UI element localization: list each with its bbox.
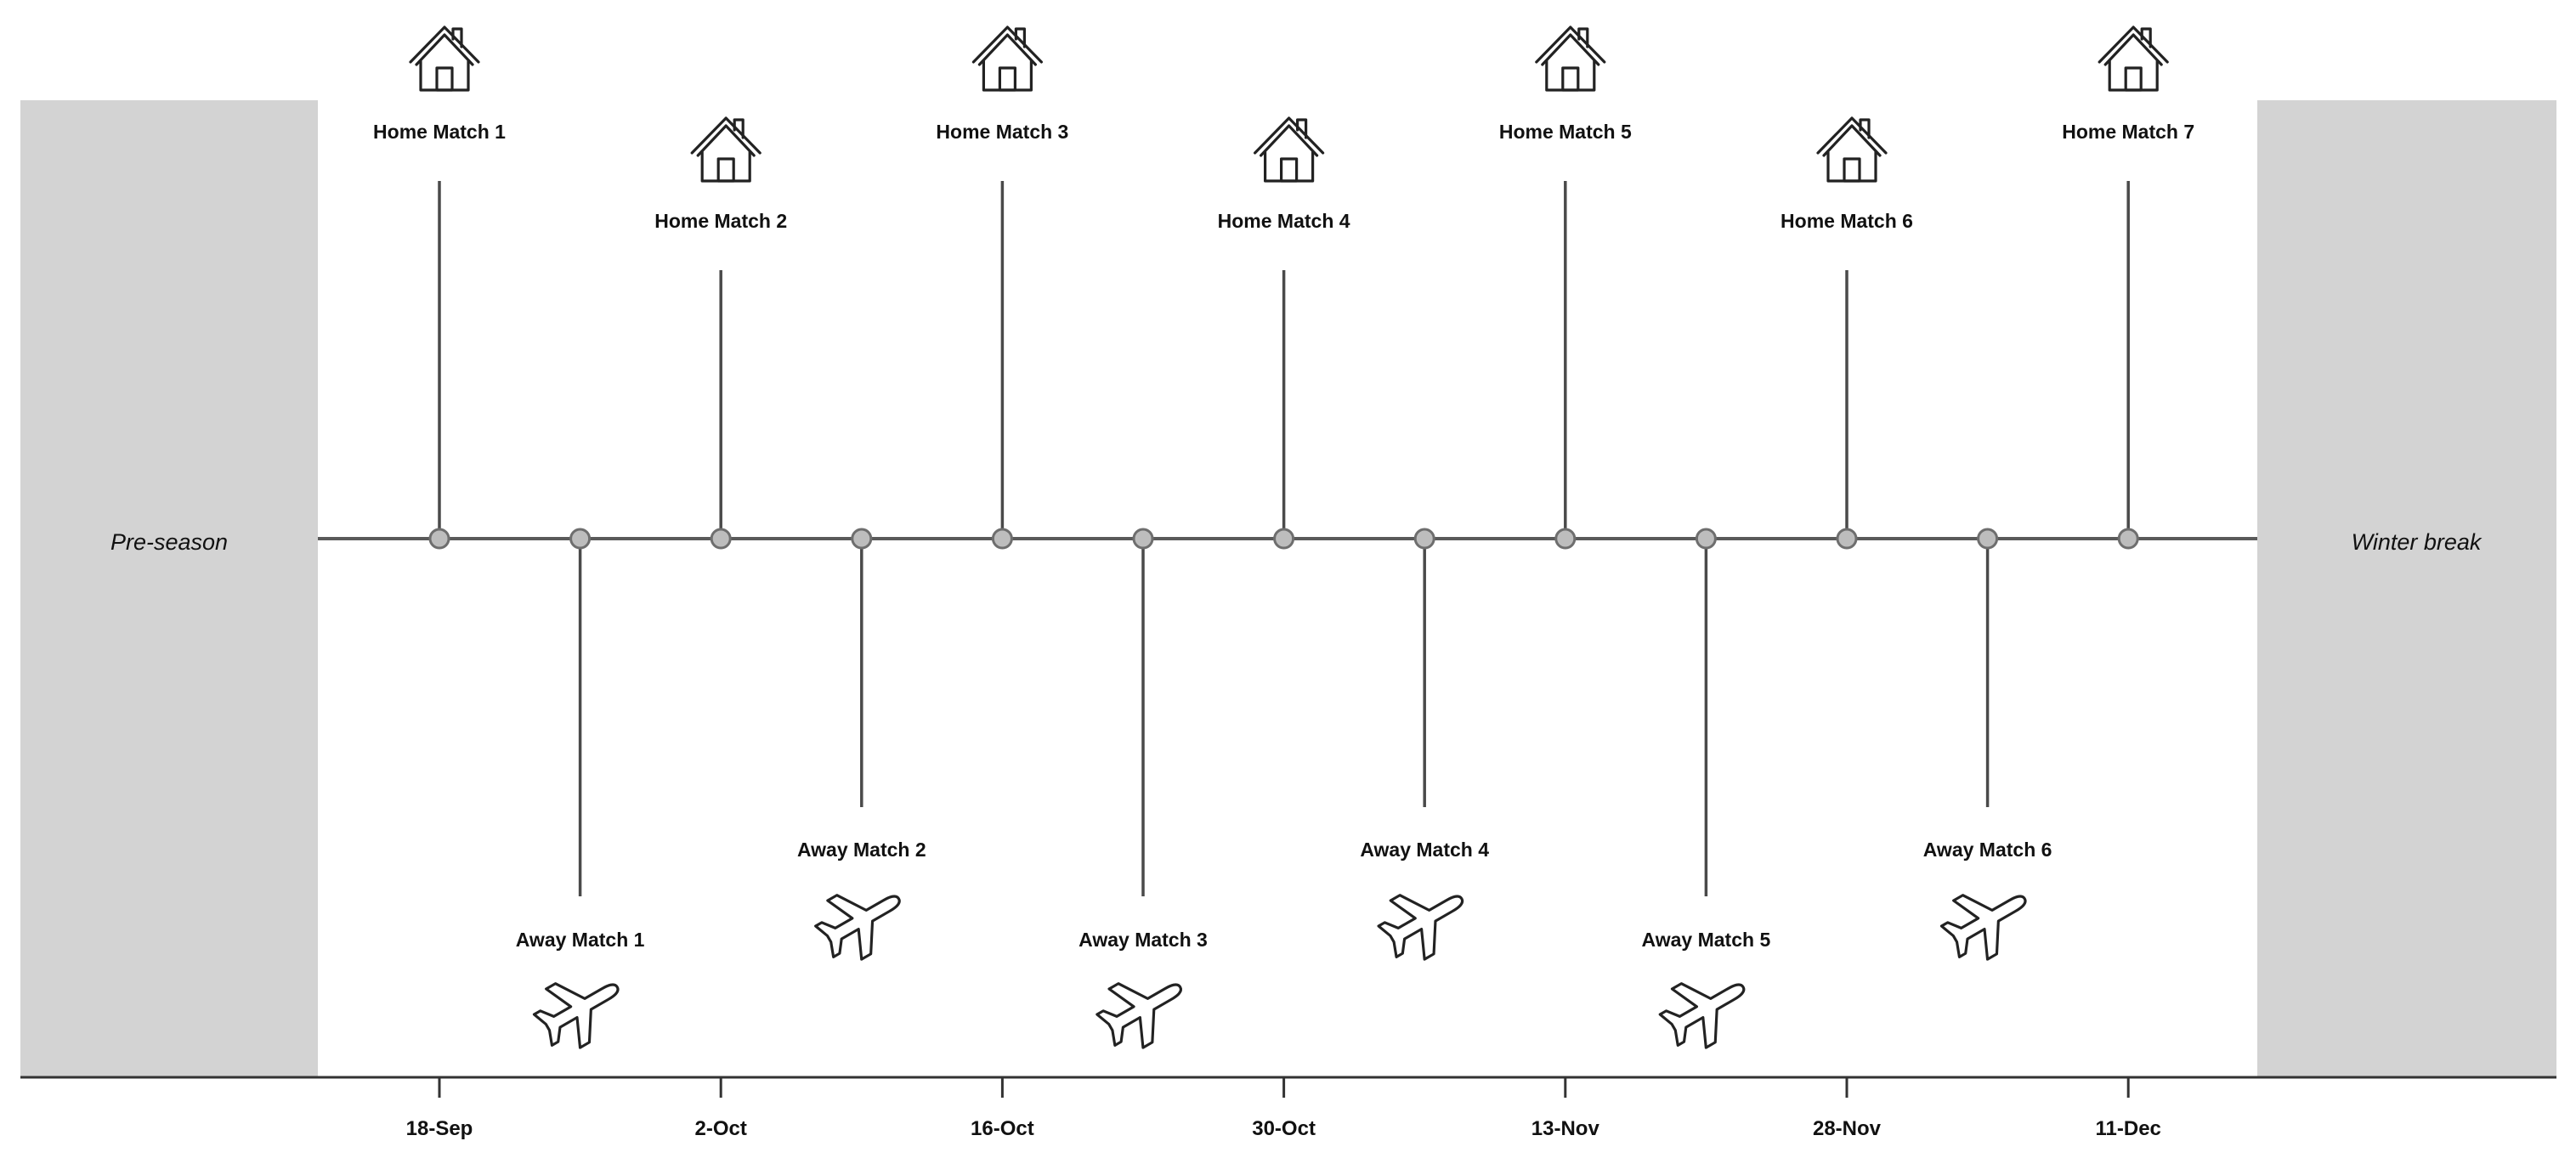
away-match-2-node — [851, 528, 873, 550]
away-match-5-event: Away Match 5 — [1642, 528, 1771, 1049]
tick-label: 28-Nov — [1813, 1117, 1882, 1140]
house-icon — [1253, 116, 1325, 183]
home-match-2-event: Home Match 2 — [654, 116, 787, 550]
home-match-5-node — [1554, 528, 1577, 550]
away-match-4-event: Away Match 4 — [1360, 528, 1489, 961]
home-match-7-label: Home Match 7 — [2062, 121, 2194, 143]
home-match-3-label: Home Match 3 — [936, 121, 1068, 143]
home-match-1-label: Home Match 1 — [373, 121, 506, 143]
away-match-5-label: Away Match 5 — [1642, 929, 1771, 951]
house-icon — [1816, 116, 1888, 183]
airplane-icon — [1939, 894, 2027, 961]
home-match-4-event: Home Match 4 — [1218, 116, 1350, 550]
tick-label: 2-Oct — [695, 1117, 747, 1140]
date-ticks: 18-Sep 2-Oct 16-Oct 30-Oct 13-Nov 28-Nov 11-De… — [406, 1077, 2161, 1140]
away-match-3-node — [1132, 528, 1154, 550]
winter-break-label: Winter break — [2352, 529, 2483, 555]
home-match-6-node — [1836, 528, 1858, 550]
away-match-1-label: Away Match 1 — [516, 929, 645, 951]
home-match-6-event: Home Match 6 — [1781, 116, 1913, 550]
airplane-icon — [1377, 894, 1464, 961]
home-match-6-label: Home Match 6 — [1781, 210, 1913, 232]
home-match-4-label: Home Match 4 — [1218, 210, 1350, 232]
pre-season-label: Pre-season — [110, 529, 228, 555]
home-match-3-node — [991, 528, 1013, 550]
events-layer: Home Match 1 Away Match 1 Home Match 2 Away… — [373, 25, 2194, 1049]
tick-label: 11-Dec — [2096, 1117, 2161, 1140]
home-match-5-label: Home Match 5 — [1499, 121, 1632, 143]
airplane-icon — [1096, 982, 1182, 1049]
away-match-2-label: Away Match 2 — [797, 839, 926, 861]
home-match-3-event: Home Match 3 — [936, 25, 1068, 550]
away-match-4-node — [1413, 528, 1435, 550]
home-match-1-event: Home Match 1 — [373, 25, 506, 550]
away-match-2-event: Away Match 2 — [797, 528, 926, 961]
tick-label: 16-Oct — [971, 1117, 1034, 1140]
pre-season-band — [20, 100, 318, 1077]
airplane-icon — [814, 894, 901, 961]
home-match-2-label: Home Match 2 — [654, 210, 787, 232]
away-match-5-node — [1695, 528, 1717, 550]
winter-break-band — [2257, 100, 2556, 1077]
house-icon — [1535, 25, 1606, 92]
house-icon — [971, 25, 1044, 92]
house-icon — [409, 25, 480, 92]
airplane-icon — [1658, 982, 1746, 1049]
home-match-2-node — [710, 528, 732, 550]
home-match-7-event: Home Match 7 — [2062, 25, 2194, 550]
tick-label: 13-Nov — [1531, 1117, 1600, 1140]
house-icon — [690, 116, 761, 183]
away-match-6-node — [1977, 528, 1999, 550]
airplane-icon — [532, 982, 620, 1049]
house-icon — [2098, 25, 2169, 92]
away-match-1-event: Away Match 1 — [516, 528, 645, 1049]
tick-label: 30-Oct — [1252, 1117, 1316, 1140]
home-match-4-node — [1273, 528, 1295, 550]
tick-label: 18-Sep — [406, 1117, 473, 1140]
away-match-3-event: Away Match 3 — [1079, 528, 1208, 1049]
home-match-7-node — [2117, 528, 2139, 550]
home-match-5-event: Home Match 5 — [1499, 25, 1632, 550]
away-match-6-event: Away Match 6 — [1923, 528, 2052, 961]
away-match-4-label: Away Match 4 — [1360, 839, 1489, 861]
away-match-3-label: Away Match 3 — [1079, 929, 1208, 951]
away-match-6-label: Away Match 6 — [1923, 839, 2052, 861]
home-match-1-node — [428, 528, 450, 550]
away-match-1-node — [569, 528, 592, 550]
